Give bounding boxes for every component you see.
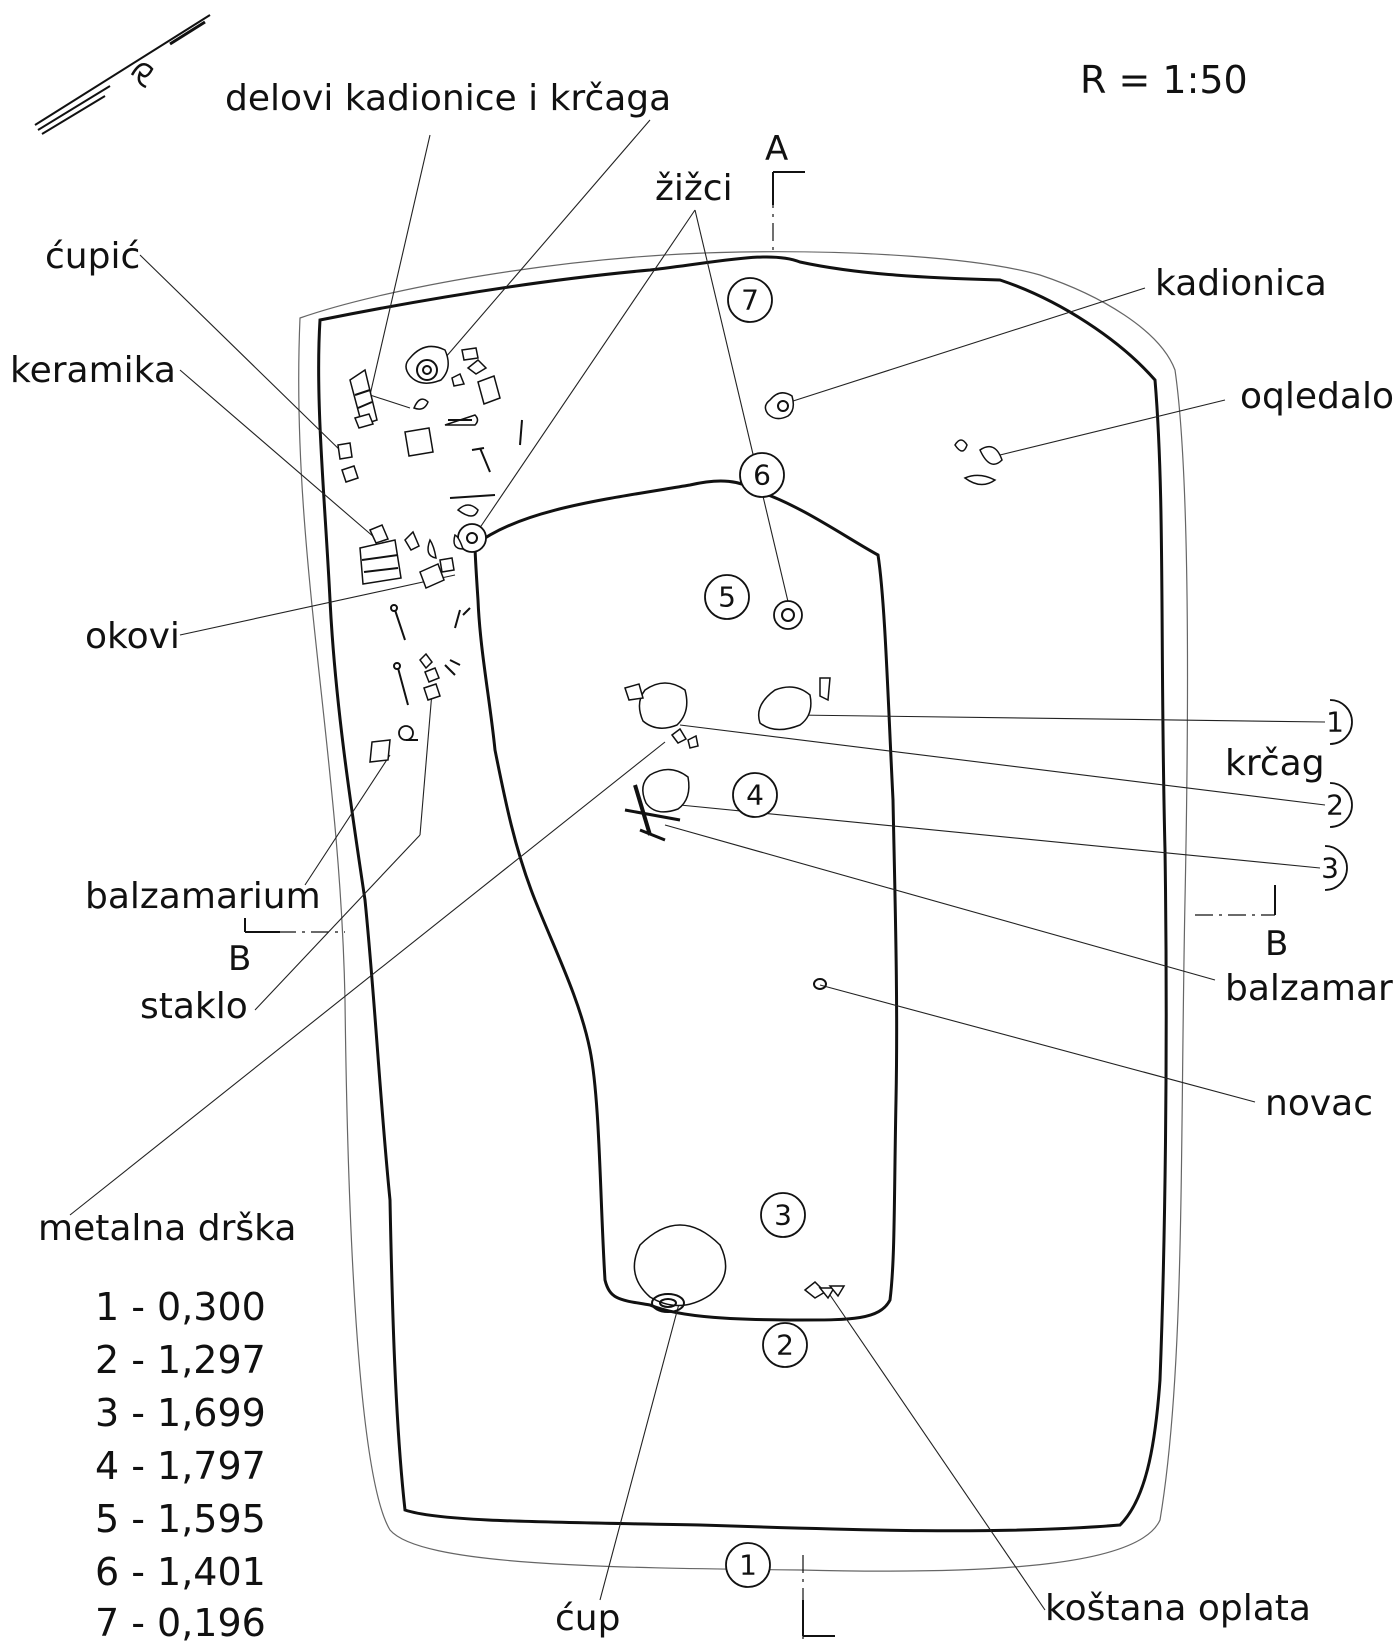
elevation-3: 3 - 1,699 [95,1391,266,1435]
krcag-1-object [757,686,812,731]
section-a-bottom-marker [802,1555,835,1640]
point-markers: 1 2 3 4 5 6 7 [704,277,808,1588]
elevation-6: 6 - 1,401 [95,1550,266,1594]
zizak-object [773,600,803,630]
point-marker-2: 2 [776,1329,794,1362]
section-b-left-label: B [228,939,251,979]
point-marker-4: 4 [746,779,764,812]
label-kostana-oplata: koštana oplata [1045,1588,1311,1629]
label-ogledalo: oqledalo [1240,376,1394,417]
label-delovi-kadionice: delovi kadionice i krčaga [225,78,671,119]
inner-pit-outline [473,479,899,1322]
krcag-3-object [642,768,690,813]
point-marker-5: 5 [718,581,736,614]
label-balzamar: balzamar [1225,968,1393,1009]
elevation-1: 1 - 0,300 [95,1285,266,1329]
balzamarium-object [369,739,391,763]
kadionica-fragment [405,345,449,384]
elevation-legend: 1 - 0,300 2 - 1,297 3 - 1,699 4 - 1,797 … [95,1285,266,1641]
point-marker-6: 6 [753,459,771,492]
labels: delovi kadionice i krčaga žižci ćupić ke… [10,78,1394,1639]
label-cupic: ćupić [45,236,140,277]
label-staklo: staklo [140,986,248,1027]
section-a-label: A [765,129,788,169]
label-novac: novac [1265,1083,1373,1124]
label-metalna-drska: metalna drška [38,1208,296,1249]
section-b-right-marker: B [1195,885,1288,964]
label-zizci: žižci [655,168,733,209]
label-balzamarium: balzamarium [85,876,321,917]
cup-object [633,1224,727,1307]
elevation-7: 7 - 0,196 [95,1601,266,1641]
section-b-right-label: B [1265,924,1288,964]
novac-object [813,978,827,990]
label-cup: ćup [555,1598,620,1639]
find-marker-3: 3 [1321,852,1339,885]
find-objects [337,345,1003,1313]
find-marker-2: 2 [1326,789,1344,822]
elevation-4: 4 - 1,797 [95,1444,266,1488]
krcag-2-object [638,682,688,729]
elevation-5: 5 - 1,595 [95,1497,266,1541]
find-markers: 1 2 3 [1321,699,1353,891]
label-krcag: krčag [1225,743,1325,784]
label-okovi: okovi [85,616,180,657]
point-marker-7: 7 [741,284,759,317]
north-arrow-icon [34,14,211,135]
section-a-marker: A [765,129,805,255]
ogledalo-object [979,445,1003,465]
section-b-left-marker: B [228,918,345,979]
label-kadionica: kadionica [1155,263,1327,304]
kadionica-object [764,392,795,420]
find-marker-1: 1 [1326,706,1344,739]
point-marker-3: 3 [774,1199,792,1232]
leader-lines [69,119,1326,1611]
scale-label: R = 1:50 [1080,58,1248,102]
outer-faint-outline [298,251,1189,1572]
elevation-2: 2 - 1,297 [95,1338,266,1382]
outer-pit-outline [317,255,1168,1533]
point-marker-1: 1 [739,1549,757,1582]
label-keramika: keramika [10,350,176,391]
